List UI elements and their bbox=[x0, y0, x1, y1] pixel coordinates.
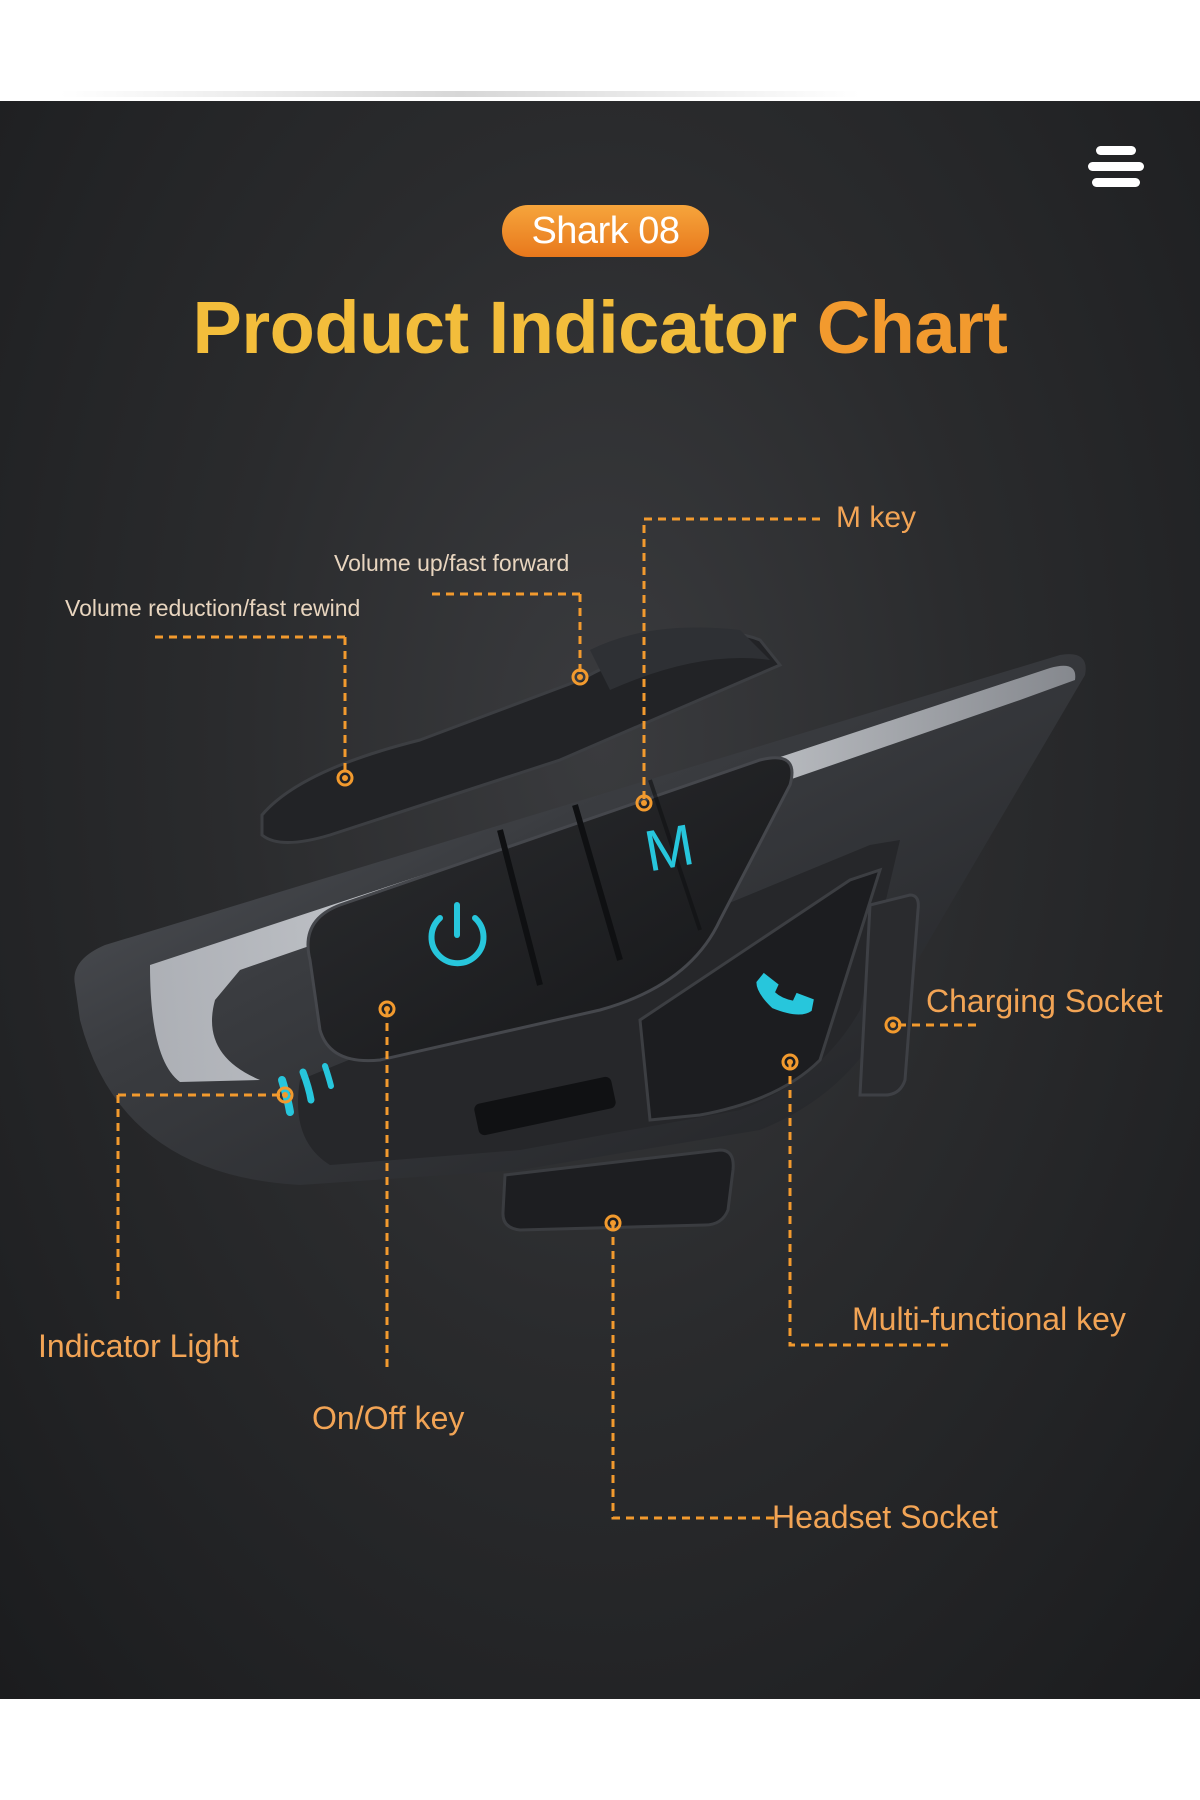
title-part-1: Product Indicator bbox=[192, 286, 798, 369]
page-title: Product Indicator Chart bbox=[0, 285, 1200, 370]
callout-multi-functional-key: Multi-functional key bbox=[852, 1301, 1126, 1337]
callout-volume-down: Volume reduction/fast rewind bbox=[65, 595, 361, 621]
power-icon bbox=[428, 902, 487, 967]
m-key-glyph: M bbox=[640, 812, 699, 884]
callout-indicator-light: Indicator Light bbox=[38, 1328, 240, 1364]
title-part-2: Chart bbox=[816, 286, 1008, 369]
callout-charging-socket: Charging Socket bbox=[926, 983, 1163, 1019]
phone-icon bbox=[756, 972, 814, 1015]
callout-m-key: M key bbox=[836, 501, 917, 534]
indicator-led-group bbox=[278, 1063, 334, 1116]
callout-on-off-key: On/Off key bbox=[312, 1400, 465, 1436]
top-edge-strip bbox=[60, 91, 860, 97]
callout-volume-up: Volume up/fast forward bbox=[334, 550, 570, 576]
menu-icon[interactable] bbox=[1088, 146, 1144, 196]
model-badge: Shark 08 bbox=[502, 205, 709, 257]
callout-headset-socket: Headset Socket bbox=[772, 1499, 998, 1535]
